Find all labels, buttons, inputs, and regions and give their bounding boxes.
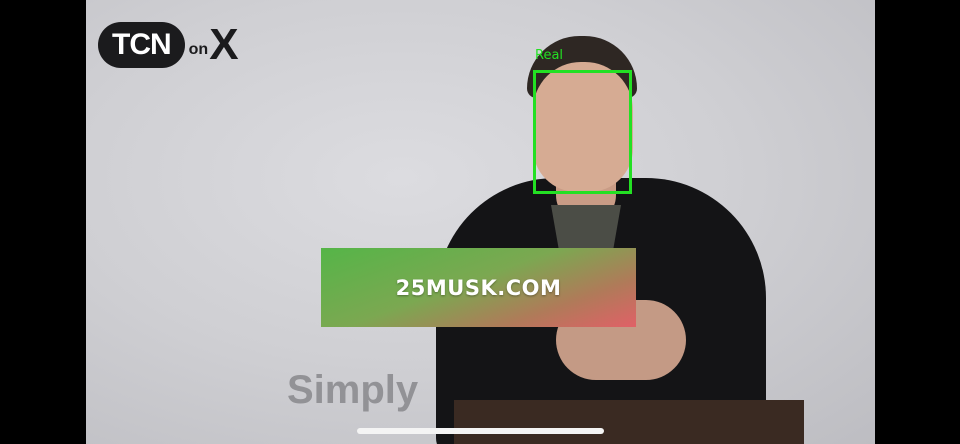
chair <box>454 400 804 444</box>
logo-x-icon: X <box>209 20 239 69</box>
caption-text: Simply <box>287 368 419 412</box>
channel-logo: TCN on X <box>98 22 239 68</box>
promo-banner-text: 25MUSK.COM <box>395 275 562 300</box>
logo-on: on <box>188 41 209 58</box>
home-indicator[interactable] <box>357 428 604 434</box>
promo-banner: 25MUSK.COM <box>321 248 636 327</box>
logo-tcn: TCN <box>98 22 185 68</box>
video-frame <box>86 0 875 444</box>
face-detection-box <box>533 70 632 194</box>
face-detection-label: Real <box>535 48 564 63</box>
person-head <box>533 62 633 192</box>
